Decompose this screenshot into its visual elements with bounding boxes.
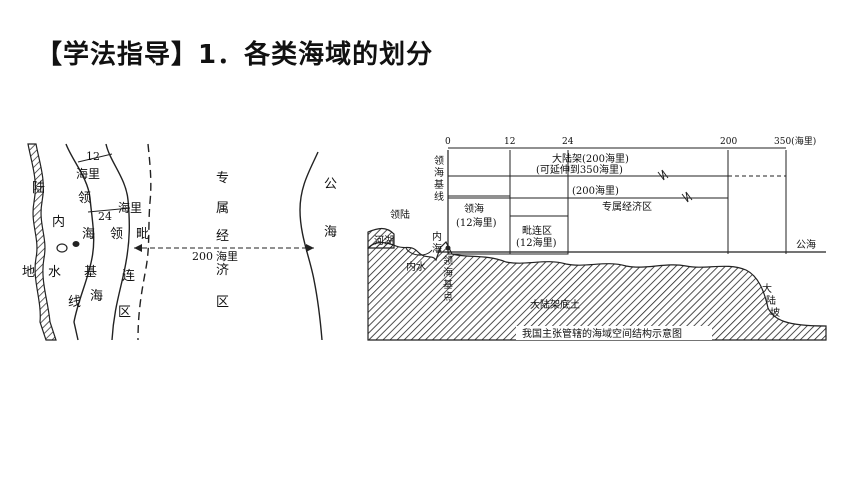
label-high-seas: 公海 [796, 238, 816, 251]
contiguous-box [509, 215, 569, 255]
label-baseline: 水 [48, 265, 61, 280]
label-inner-water: 内水 [406, 260, 426, 273]
label-haishui: 海 [90, 289, 103, 304]
tick-12: 12 [504, 137, 515, 147]
dist-200: 200 [192, 250, 213, 263]
label-inner-sea: 海 [432, 242, 442, 255]
label-baseline: 内 [52, 214, 65, 230]
seabed-profile [367, 240, 827, 341]
label-land: 领陆 [390, 208, 410, 221]
diagram-caption: 我国主张管辖的海域空间结构示意图 [522, 327, 682, 340]
label-territorial: 海 [82, 227, 95, 242]
island [72, 241, 80, 247]
label-eez: 区 [216, 295, 229, 310]
label-baseline-point: 基 [443, 278, 453, 291]
label-baseline-point: 点 [443, 291, 453, 303]
label-territorial: 领海 [464, 202, 484, 215]
label-contiguous-dist: (12海里) [516, 236, 557, 249]
label-baseline-v: 领 [434, 154, 444, 167]
label-territorial-dist: (12海里) [456, 216, 497, 229]
dist-12: 12 [86, 150, 100, 163]
label-shelf-floor: 大陆架底土 [530, 298, 580, 311]
label-territorial: 领 [78, 191, 91, 206]
tick-0: 0 [445, 137, 451, 147]
label-slope: 坡 [770, 306, 780, 319]
label-eez: 经 [216, 229, 229, 244]
unit-12: 海里 [76, 166, 100, 181]
label-inner-sea: 内 [432, 230, 442, 243]
sea-zones-map-diagram: 陆 地 内 水 基 线 12 海里 24 海里 领 海 领 毗 连 区 海 专 … [22, 143, 337, 341]
label-slope: 陆 [766, 294, 776, 307]
label-shelf-ext: (可延伸到350海里) [536, 163, 623, 176]
coastline-hatch [27, 143, 57, 341]
label-contiguous: 毗 [136, 227, 149, 242]
label-eez: 专 [216, 171, 229, 186]
label-shelf: 大陆架(200海里) [552, 152, 629, 165]
dist-24: 24 [98, 210, 112, 223]
label-contiguous: 连 [122, 268, 135, 284]
label-baseline-v: 基 [434, 178, 444, 191]
label-eez: 济 [216, 263, 229, 278]
baseline-line [65, 143, 95, 341]
tick-24: 24 [562, 137, 574, 147]
label-lake: 河湖 [374, 235, 394, 247]
unit-24: 海里 [118, 200, 142, 215]
island [56, 243, 68, 253]
sea-zones-section-diagram: 0 12 24 200 350(海里) 领 海 基 线 大陆架(200海里) (… [367, 135, 827, 341]
tick-200: 200 [720, 137, 737, 147]
page-title: 【学法指导】1．各类海域的划分 [36, 40, 434, 70]
label-land: 陆 [32, 180, 45, 196]
label-high-seas: 海 [324, 225, 337, 240]
label-contiguous: 领 [110, 227, 123, 242]
label-land: 地 [22, 265, 35, 280]
label-baseline-point: 海 [443, 266, 453, 279]
label-baseline: 基 [84, 265, 97, 280]
label-slope: 大 [762, 282, 772, 295]
label-eez: 专属经济区 [602, 200, 652, 213]
tick-350: 350(海里) [774, 135, 816, 147]
label-high-seas: 公 [324, 177, 337, 192]
land-raise [367, 227, 395, 249]
contiguous-limit-line [137, 143, 152, 341]
label-baseline-v: 线 [434, 190, 444, 203]
territorial-limit-line [105, 143, 131, 341]
label-eez-dist: (200海里) [572, 184, 619, 197]
label-baseline: 线 [68, 295, 81, 310]
lake [405, 247, 433, 256]
eez-limit-line [299, 151, 323, 341]
label-baseline-point: 领 [443, 254, 453, 267]
label-contiguous: 区 [118, 305, 131, 320]
baseline-point-dot [445, 245, 451, 251]
unit-200: 海里 [216, 249, 238, 263]
label-baseline-v: 海 [434, 166, 444, 179]
label-contiguous: 毗连区 [522, 224, 552, 237]
label-eez: 属 [216, 201, 229, 216]
